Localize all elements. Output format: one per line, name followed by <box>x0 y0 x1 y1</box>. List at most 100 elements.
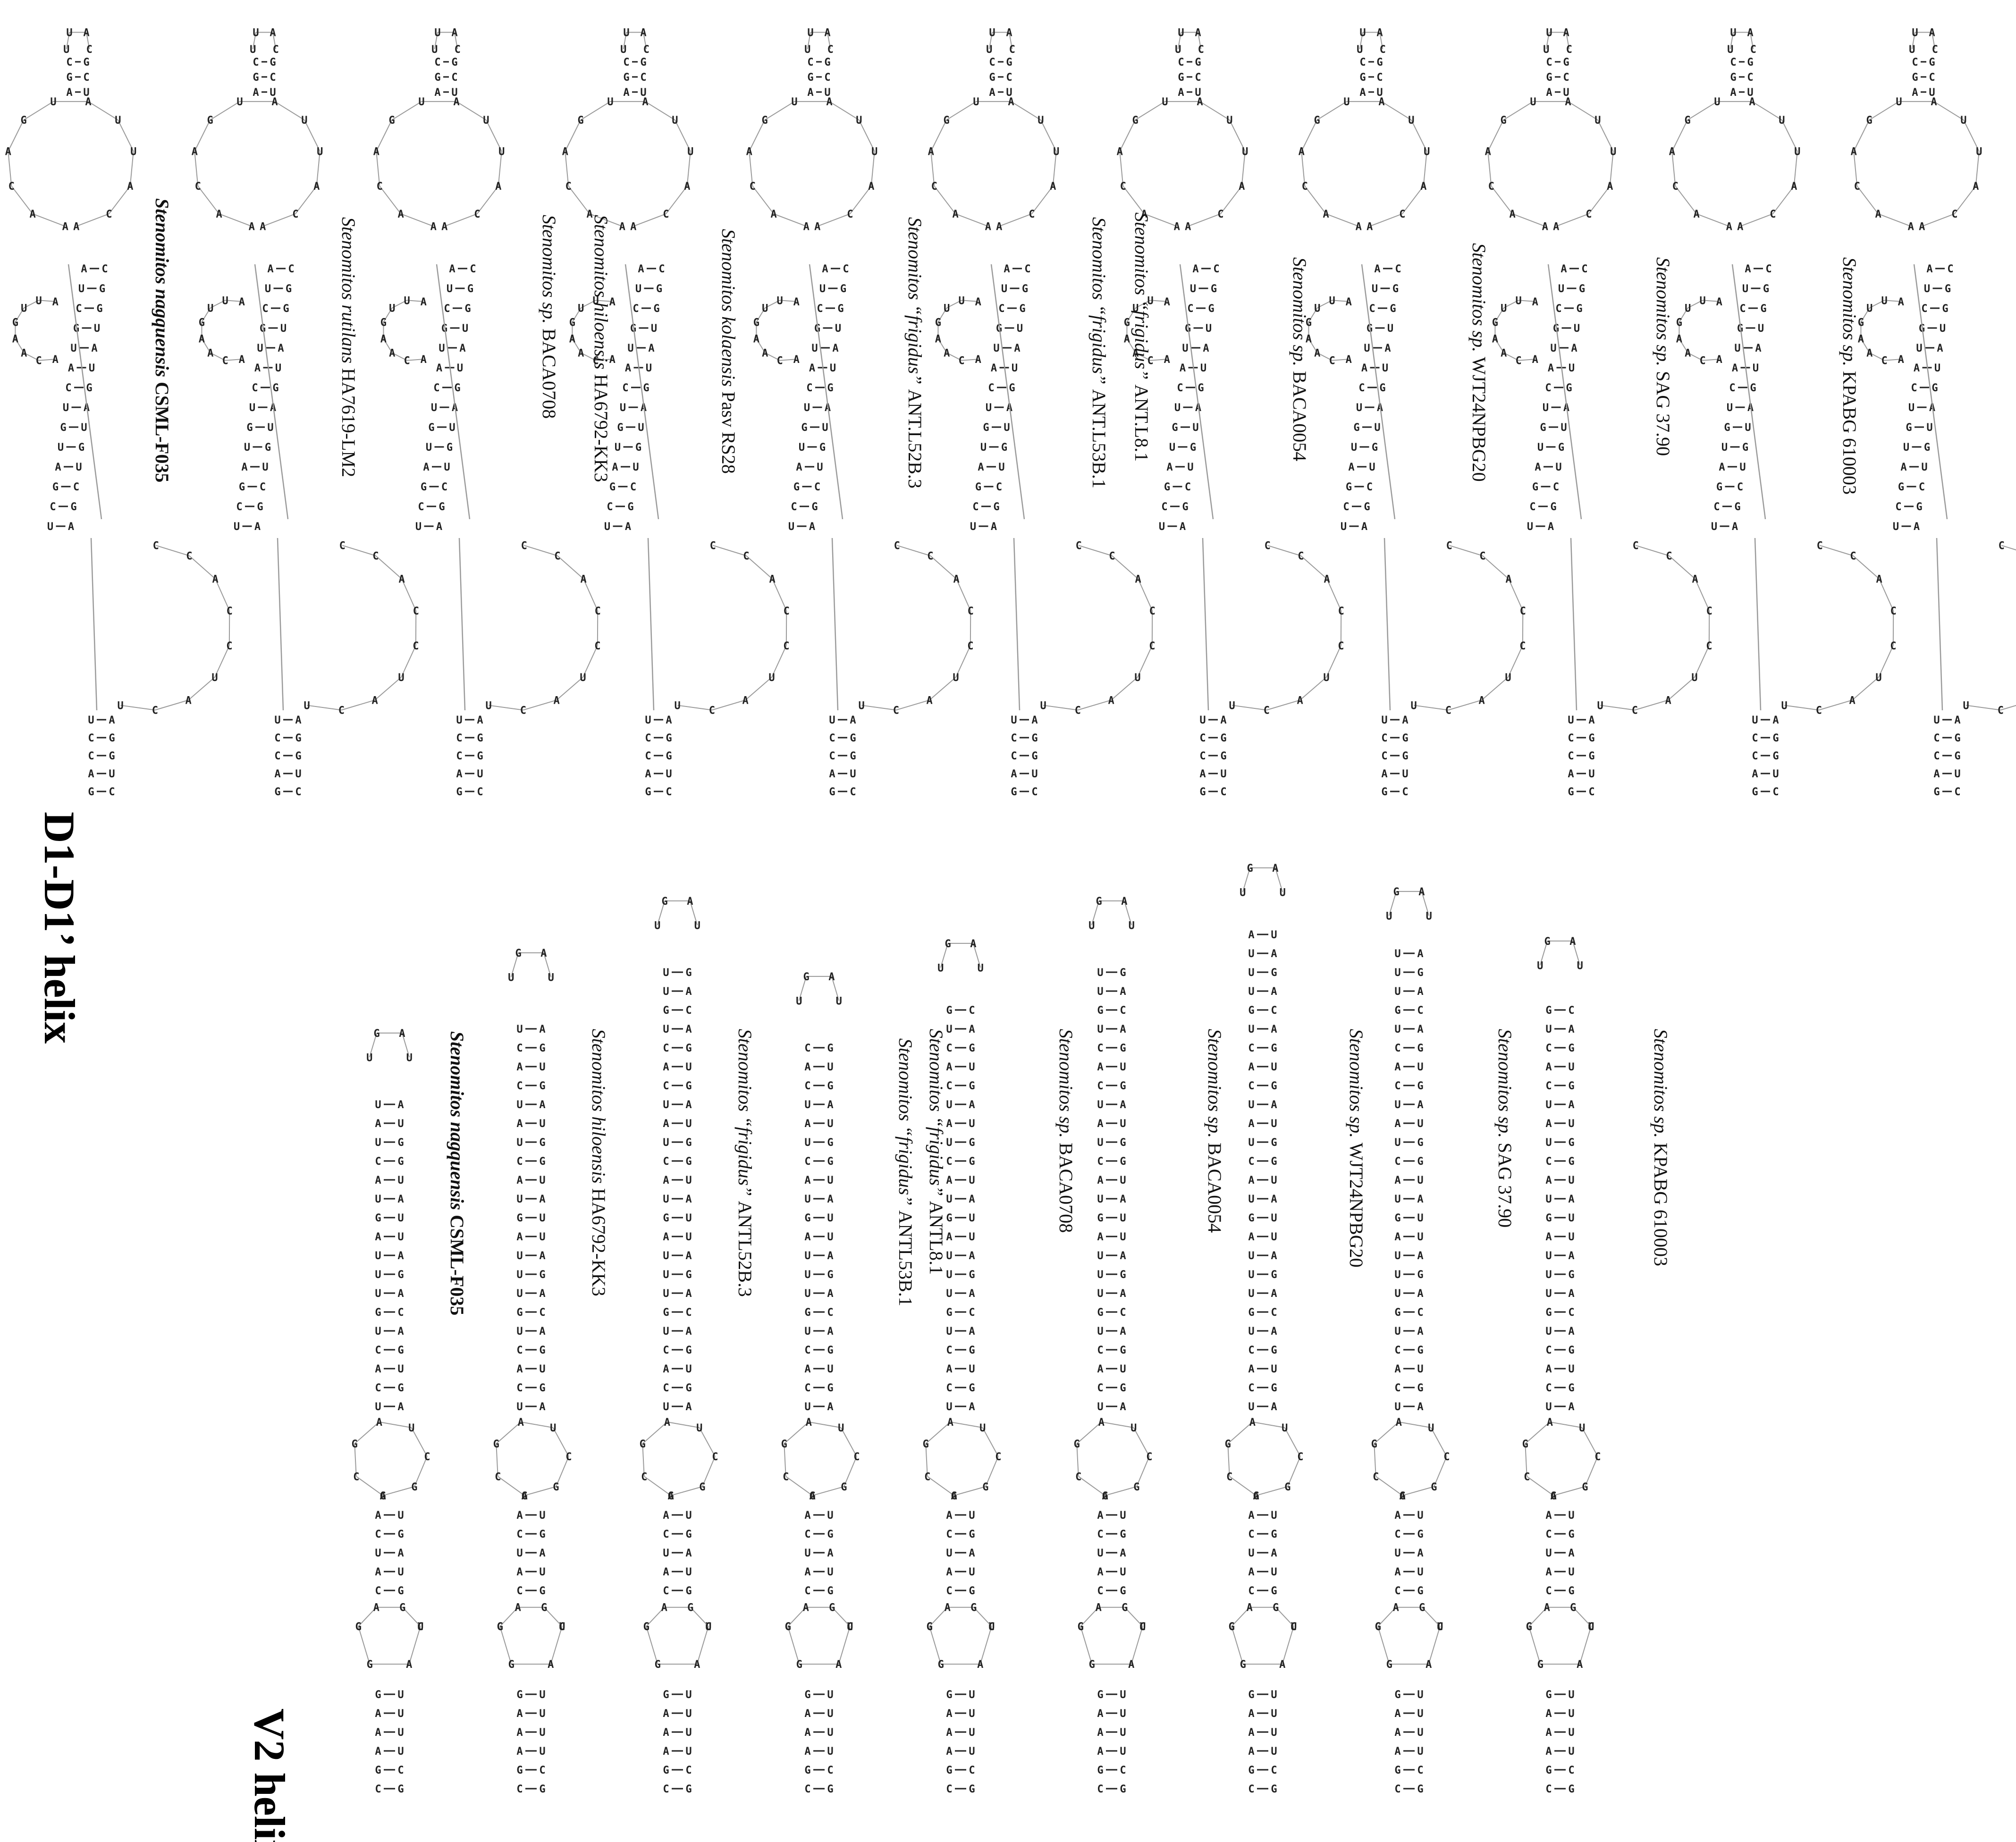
d1-stem-pair-left: A <box>1166 462 1172 473</box>
v2-lower-loop-backbone <box>408 1626 421 1665</box>
v2-upper-pair-left: G <box>1394 1005 1400 1017</box>
d1-long-range-line <box>90 538 98 711</box>
d1-apical-loop-nt: A <box>868 181 874 193</box>
v2-upper-pair-right: A <box>685 1099 692 1111</box>
v2-lower-loop-b-nt: C <box>1588 1621 1594 1633</box>
d1-internal-loop-backbone <box>1150 300 1167 302</box>
d1-internal-loop-nt: U <box>21 303 27 314</box>
d1-big-loop-backbone <box>375 555 402 580</box>
d1-stem-pair-left: C <box>1358 382 1365 394</box>
v2-lower-loop-b-backbone <box>831 1607 851 1627</box>
v2-internal-loop-backbone <box>552 1427 569 1457</box>
d1-stem-pair-left: U <box>1924 283 1930 295</box>
d1-internal-loop-backbone <box>1884 359 1901 361</box>
v2-upper-pair-left: U <box>1394 1326 1400 1337</box>
d1-stem-pair-left: G <box>609 481 616 493</box>
v2-terminal-pair-left: G <box>1248 1689 1254 1701</box>
d1-stem-pair-left: U <box>1893 521 1899 533</box>
d1-big-loop-nt: C <box>1890 640 1896 652</box>
d1-stem-pair-left: C <box>1177 382 1183 394</box>
v2-upper-pair-left: C <box>1545 1156 1552 1168</box>
v2-upper-pair-left: C <box>1545 1080 1552 1092</box>
v2-upper-pair-right: A <box>1568 1288 1574 1300</box>
v2-terminal-pair-left: G <box>516 1765 523 1776</box>
v2-upper-pair-right: U <box>969 1118 975 1130</box>
d1-internal-loop-backbone <box>1503 300 1519 309</box>
d1-internal-loop-nt: A <box>207 348 213 360</box>
d1-internal-loop-backbone <box>596 359 613 361</box>
v2-internal-loop-nt: A <box>518 1417 524 1429</box>
strain-text: ANT.L53B.1 <box>1088 389 1110 488</box>
d1-apical-loop-backbone <box>444 213 478 227</box>
d1-apical-loop-backbone <box>1512 213 1545 227</box>
d1-stem-pair-right: G <box>1022 283 1028 295</box>
d1-stem-pair-left: C <box>1729 382 1735 394</box>
d1-hairpin-loop-nt: U <box>1543 44 1549 56</box>
v2-upper-pair-left: U <box>1248 1194 1254 1205</box>
d1-stem-pair-left: U <box>615 442 621 454</box>
v2-upper-pair-right: U <box>1568 1061 1574 1073</box>
d1-terminal-pair-left: U <box>1933 715 1940 726</box>
v2-upper-pair-right: G <box>969 1382 975 1394</box>
d1-hairpin-loop-backbone <box>623 32 627 50</box>
d1-apical-loop-backbone <box>1954 185 1976 214</box>
v2-mid-pair-left: A <box>375 1510 381 1522</box>
d1-stem-pair-left: C <box>806 382 812 394</box>
v2-hairpin-loop-nt: G <box>374 1028 380 1040</box>
v2-upper-pair-right: U <box>539 1363 545 1375</box>
d1-stem-pair-left: A <box>625 362 631 374</box>
v2-mid-pair-left: U <box>1097 1548 1103 1559</box>
v2-mid-pair-right: G <box>1120 1529 1126 1540</box>
d1-big-loop-nt: U <box>486 700 492 712</box>
v2-internal-loop-nt: G <box>699 1481 705 1493</box>
v2-internal-loop-backbone <box>411 1427 428 1457</box>
v2-mid-pair-right: G <box>539 1529 545 1540</box>
v2-mid-pair-left: C <box>804 1529 810 1540</box>
d1-big-loop-nt: A <box>581 574 587 586</box>
d1-big-loop-backbone <box>557 555 584 580</box>
v2-lower-loop-backbone <box>1579 1626 1592 1665</box>
d1-stem-pair-left: A <box>1348 462 1354 473</box>
d1-stem-pair-left: C <box>76 303 82 315</box>
v2-mid-pair-left: A <box>516 1566 523 1578</box>
v2-lower-loop-backbone <box>1528 1626 1541 1665</box>
v2-internal-loop-backbone <box>953 1486 986 1496</box>
d1-big-loop-nt: C <box>338 705 345 716</box>
d1-stem-pair-right: C <box>1366 481 1373 493</box>
v2-hairpin-loop-backbone <box>1388 891 1397 916</box>
v2-upper-pair-left: C <box>1097 1156 1103 1168</box>
d1-big-loop-backbone <box>155 545 190 556</box>
d1-apical-loop-backbone <box>1188 213 1221 227</box>
v2-terminal-pair-left: C <box>375 1783 381 1795</box>
d1-hairpin-pair-left: A <box>989 87 995 99</box>
v2-lower-loop-b-backbone <box>1528 1607 1548 1627</box>
d1-internal-loop-nt: C <box>958 355 964 367</box>
d1-apical-loop-nt: U <box>1226 115 1232 126</box>
v2-upper-pair-right: G <box>827 1080 833 1092</box>
v2-internal-loop-nt: G <box>1102 1490 1108 1502</box>
d1-hairpin-loop-backbone <box>1379 32 1383 50</box>
v2-lower-loop-nt: G <box>938 1659 944 1671</box>
d1-structure: UACGCGAUGCUCAUCCACCUACGGCAUUGGUUACGAUUAG… <box>928 27 1156 798</box>
d1-internal-loop-nt: G <box>753 317 759 328</box>
d1-stem-pair-left: U <box>63 402 69 414</box>
v2-internal-loop-backbone <box>812 1486 844 1496</box>
v2-hairpin-loop-nt: A <box>399 1028 405 1040</box>
d1-stem-pair-right: G <box>1579 283 1585 295</box>
d1-hairpin-pair-right: G <box>1006 57 1012 68</box>
d1-hairpin-pair-right: G <box>1195 57 1201 68</box>
v2-upper-pair-right: G <box>539 1345 545 1356</box>
d1-big-loop-nt: U <box>580 672 586 684</box>
d1-internal-loop-nt: G <box>1124 317 1130 328</box>
d1-apical-loop-nt: C <box>1854 181 1860 193</box>
d1-stem-pair-right: A <box>459 343 465 354</box>
v2-terminal-pair-right: C <box>1120 1765 1126 1776</box>
v2-hairpin-loop-nt: G <box>515 948 522 959</box>
d1-apical-loop-backbone <box>219 213 252 227</box>
v2-mid-pair-right: A <box>539 1548 545 1559</box>
d1-stem-pair-left: A <box>1914 362 1920 374</box>
v2-upper-pair-left: C <box>663 1156 669 1168</box>
d1-structure: UACGCGAUGCUCAUCCACCUACGGCAUUGGUUACGAUUAG… <box>1669 27 1897 798</box>
d1-apical-loop-nt: A <box>1185 221 1191 233</box>
v2-upper-pair-right: G <box>1568 1269 1574 1281</box>
